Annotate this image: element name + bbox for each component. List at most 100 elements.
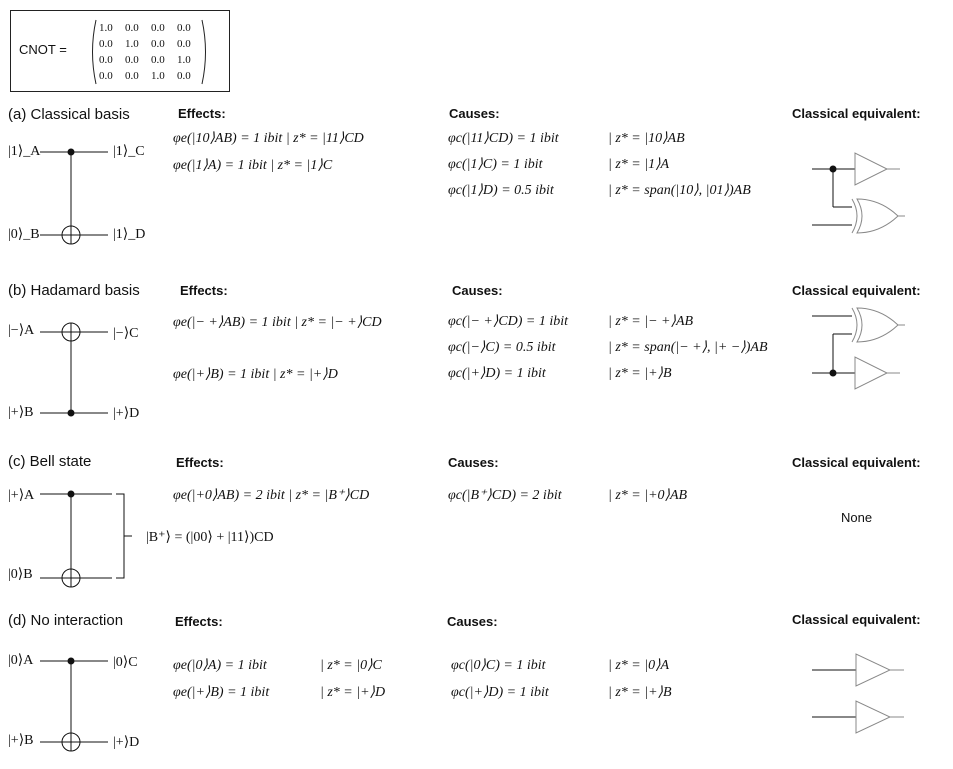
effect-d-1: φe(|0⟩A) = 1 ibit — [173, 658, 267, 673]
cause-d-z-1: | z* = |0⟩A — [608, 658, 670, 673]
effect-b-2: φe(|+⟩B) = 1 ibit | z* = |+⟩D — [173, 367, 338, 382]
cause-c-1: φc(|B⁺⟩CD) = 2 ibit — [448, 488, 562, 503]
section-b-effects-header: Effects: — [180, 283, 228, 298]
xor-gate — [856, 307, 899, 343]
classical-gates-d — [812, 653, 904, 734]
effect-c-1: φe(|+0⟩AB) = 2 ibit | z* = |B⁺⟩CD — [173, 488, 370, 503]
buffer-gate — [854, 152, 889, 186]
cause-b-z-3: | z* = |+⟩B — [608, 366, 672, 381]
cause-c-z-1: | z* = |+0⟩AB — [608, 488, 688, 503]
output-a-top: |1⟩_C — [113, 144, 145, 159]
matrix-cell: 0.0 — [125, 22, 139, 34]
target-xor — [61, 322, 81, 342]
section-a-causes-header: Causes: — [449, 106, 500, 121]
bell-state-label: |B⁺⟩ = (|00⟩ + |11⟩)CD — [146, 529, 274, 546]
classical-gates-a — [812, 152, 905, 234]
cause-a-3: φc(|1⟩D) = 0.5 ibit — [448, 183, 554, 198]
bell-state-formula: |B⁺⟩ = (|00⟩ + |11⟩)CD — [146, 530, 274, 545]
cause-b-2: φc(|−⟩C) = 0.5 ibit — [448, 340, 556, 355]
matrix-cell: 0.0 — [151, 54, 165, 66]
section-a-classical-header: Classical equivalent: — [792, 106, 921, 121]
cause-b-z-2: | z* = span(|− +⟩, |+ −⟩)AB — [608, 340, 768, 355]
effect-a-2: φe(|1⟩A) = 1 ibit | z* = |1⟩C — [173, 158, 333, 173]
target-xor — [61, 568, 81, 588]
section-c-title: (c) Bell state — [8, 453, 92, 470]
cause-b-z-1: | z* = |− +⟩AB — [608, 314, 694, 329]
input-d-top: |0⟩A — [8, 653, 34, 668]
matrix-cell: 0.0 — [177, 38, 191, 50]
control-dot — [67, 490, 75, 498]
effect-d-2: φe(|+⟩B) = 1 ibit — [173, 685, 270, 700]
matrix-cell: 1.0 — [177, 54, 191, 66]
xor-gate — [856, 198, 899, 234]
circuit-d — [40, 657, 108, 752]
input-a-top: |1⟩_A — [8, 144, 41, 159]
input-d-bottom: |+⟩B — [8, 733, 34, 748]
right-paren — [201, 19, 206, 85]
cnot-matrix: 1.0 0.0 0.0 0.0 0.0 1.0 0.0 0.0 0.0 0.0 0.0 1.0 0… — [89, 19, 207, 85]
buffer-gate — [855, 653, 892, 687]
matrix-cell: 0.0 — [151, 22, 165, 34]
input-c-bottom: |0⟩B — [8, 567, 33, 582]
section-c-effects-header: Effects: — [176, 455, 224, 470]
section-b-classical-header: Classical equivalent: — [792, 283, 921, 298]
cause-d-2: φc(|+⟩D) = 1 ibit — [451, 685, 549, 700]
left-paren — [92, 19, 97, 85]
target-xor — [61, 225, 81, 245]
section-c-classical-header: Classical equivalent: — [792, 455, 921, 470]
cause-b-1: φc(|− +⟩CD) = 1 ibit — [448, 314, 569, 329]
matrix-row: 0.0 0.0 0.0 1.0 — [99, 54, 203, 66]
control-dot — [67, 657, 75, 665]
matrix-cell: 0.0 — [99, 54, 113, 66]
cause-b-3: φc(|+⟩D) = 1 ibit — [448, 366, 546, 381]
output-a-bottom: |1⟩_D — [113, 227, 146, 242]
classical-gates-b — [812, 307, 905, 390]
circuit-c — [40, 490, 132, 588]
matrix-cell: 0.0 — [99, 38, 113, 50]
effect-a-1: φe(|10⟩AB) = 1 ibit | z* = |11⟩CD — [173, 131, 364, 146]
effect-d-z-2: | z* = |+⟩D — [320, 685, 386, 700]
output-d-bottom: |+⟩D — [113, 735, 140, 750]
section-c-causes-header: Causes: — [448, 455, 499, 470]
target-xor — [61, 732, 81, 752]
effect-b-1: φe(|− +⟩AB) = 1 ibit | z* = |− +⟩CD — [173, 315, 382, 330]
circuit-b — [40, 322, 108, 417]
cause-a-z-3: | z* = span(|10⟩, |01⟩)AB — [608, 183, 751, 198]
output-d-top: |0⟩C — [113, 655, 138, 670]
input-b-top: |−⟩A — [8, 323, 35, 338]
cause-a-1: φc(|11⟩CD) = 1 ibit — [448, 131, 559, 146]
circuit-a — [40, 148, 108, 245]
cause-a-2: φc(|1⟩C) = 1 ibit — [448, 157, 543, 172]
input-a-bottom: |0⟩_B — [8, 227, 40, 242]
section-a-title: (a) Classical basis — [8, 106, 130, 123]
control-dot — [67, 148, 75, 156]
output-b-bottom: |+⟩D — [113, 406, 140, 421]
input-c-top: |+⟩A — [8, 488, 35, 503]
section-d-title: (d) No interaction — [8, 612, 124, 629]
matrix-cell: 1.0 — [125, 38, 139, 50]
matrix-cell: 0.0 — [125, 54, 139, 66]
matrix-cell: 0.0 — [177, 22, 191, 34]
cause-a-z-2: | z* = |1⟩A — [608, 157, 670, 172]
matrix-cell: 1.0 — [151, 70, 165, 82]
section-b-causes-header: Causes: — [452, 283, 503, 298]
cause-d-z-2: | z* = |+⟩B — [608, 685, 672, 700]
section-d-classical-header: Classical equivalent: — [792, 612, 921, 627]
section-d-effects-header: Effects: — [175, 614, 223, 629]
buffer-gate — [855, 700, 892, 734]
section-a-effects-header: Effects: — [178, 106, 226, 121]
output-bracket — [116, 493, 125, 579]
classical-none: None — [841, 510, 873, 525]
section-d-causes-header: Causes: — [447, 614, 498, 629]
buffer-gate — [854, 356, 889, 390]
cause-a-z-1: | z* = |10⟩AB — [608, 131, 685, 146]
effect-d-z-1: | z* = |0⟩C — [320, 658, 382, 673]
section-b-title: (b) Hadamard basis — [8, 282, 140, 299]
output-b-top: |−⟩C — [113, 326, 139, 341]
matrix-cell: 0.0 — [125, 70, 139, 82]
